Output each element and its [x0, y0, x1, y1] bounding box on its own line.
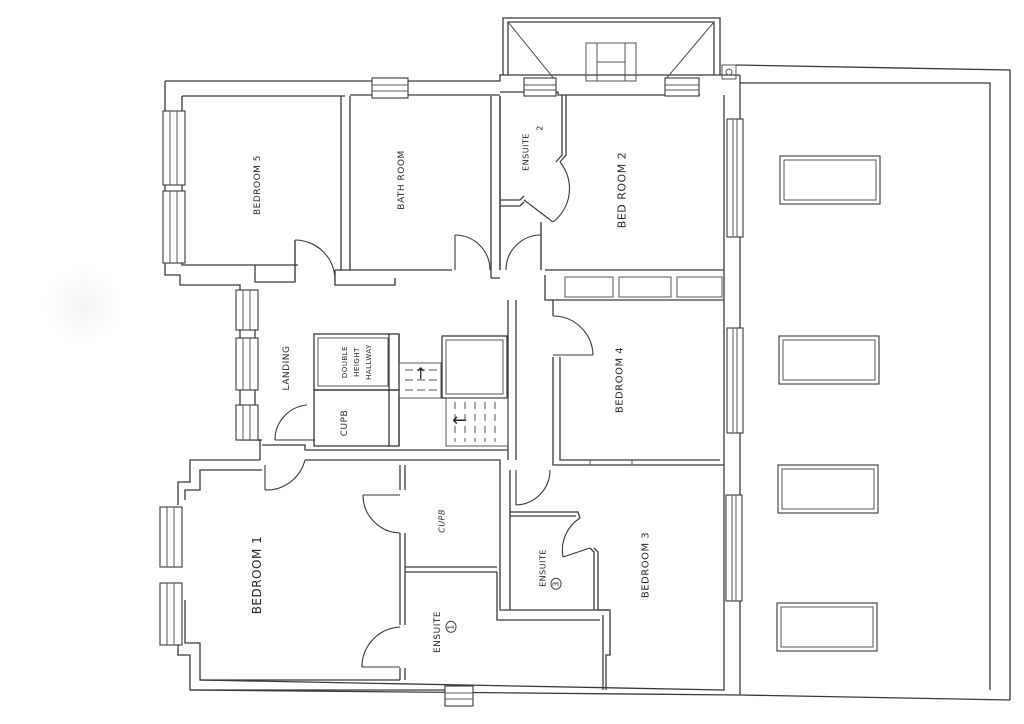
ensuite3-number: 3: [550, 578, 562, 590]
room-label-cupb-landing: CUPB: [340, 409, 350, 437]
room-label-double-height-2: HEIGHT: [353, 347, 361, 377]
room-label-bedroom5: BEDROOM 5: [253, 154, 263, 216]
skylight-2: [778, 335, 880, 385]
room-label-ensuite2: ENSUITE: [521, 133, 531, 171]
room-label-ensuite1: ENSUITE: [433, 610, 443, 654]
stair-up-arrow-icon: ↑: [414, 364, 428, 383]
room-label-bedroom3: BEDROOM 3: [640, 531, 652, 599]
skylight-1: [779, 155, 881, 205]
room-label-landing: LANDING: [282, 345, 292, 391]
room-label-cupb-bedroom1: CUPB: [437, 509, 447, 533]
room-label-bedroom1: BEDROOM 1: [250, 535, 264, 615]
room-label-bedroom2: BED ROOM 2: [615, 151, 629, 229]
room-label-ensuite3: ENSUITE: [538, 549, 548, 587]
top-bay: [502, 17, 737, 82]
windows: [159, 77, 744, 707]
doors: [264, 161, 594, 668]
room-label-double-height-1: DOUBLE: [341, 345, 349, 379]
room-label-bedroom4: BEDROOM 4: [614, 346, 626, 414]
room-label-double-height-3: HALLWAY: [365, 344, 373, 380]
skylight-4: [776, 602, 878, 652]
skylight-3: [777, 464, 879, 514]
roof-terrace: [735, 64, 1011, 700]
stair-left-arrow-icon: ←: [452, 410, 468, 431]
ensuite1-number: 1: [445, 621, 457, 633]
ensuite2-number: 2: [535, 125, 545, 131]
room-label-bathroom: BATH ROOM: [397, 150, 407, 210]
stair-core: [313, 333, 509, 447]
scan-smudge: [45, 265, 120, 345]
